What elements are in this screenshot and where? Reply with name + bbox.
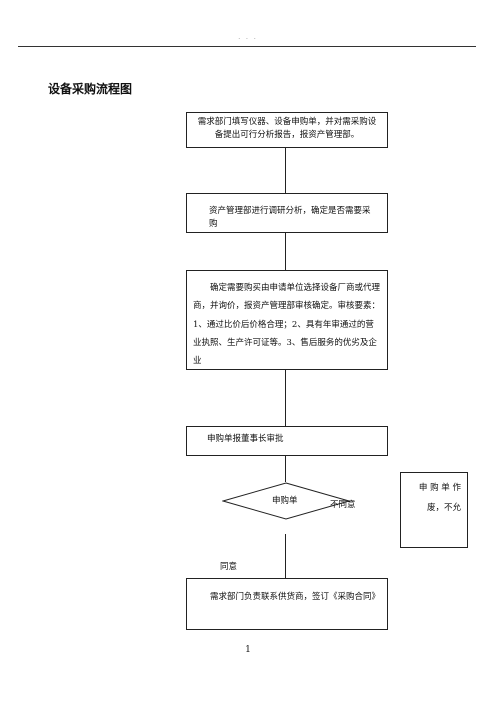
connector-2 [285,233,286,270]
page-title: 设备采购流程图 [48,82,133,96]
step-text-3: 确定需要购买由申请单位选择设备厂商或代理商，并询价，报资产管理部审核确定。审核要… [193,283,381,367]
step-text-4: 申购单报董事长审批 [207,434,284,444]
decision-text: 申购单 [272,496,298,506]
step-box-2: 资产管理部进行调研分析，确定是否需要采购 [186,193,388,233]
reject-box: 申 购 单 作废，不允 [400,472,468,548]
connector-5 [285,534,286,578]
header-rule [18,46,476,47]
decision-diamond [222,482,350,520]
step-box-3: 确定需要购买由申请单位选择设备厂商或代理商，并询价，报资产管理部审核确定。审核要… [186,270,388,370]
connector-1 [285,148,286,193]
connector-4 [285,456,286,482]
step-box-4: 申购单报董事长审批 [186,426,388,456]
step-text-5: 需求部门负责联系供货商，签订《采购合同》 [210,592,381,602]
page-number: 1 [245,645,251,655]
reject-label: 不同意 [330,500,356,510]
reject-text: 申 购 单 作废，不允 [418,483,461,513]
agree-label: 同意 [220,562,238,572]
connector-3 [285,370,286,426]
step-box-5: 需求部门负责联系供货商，签订《采购合同》 [186,578,388,630]
header-dots: · · · [238,36,258,43]
step-box-1: 需求部门填写仪器、设备申购单，并对需采购设备提出可行分析报告，报资产管理部。 [186,112,388,148]
step-text-1: 需求部门填写仪器、设备申购单，并对需采购设备提出可行分析报告，报资产管理部。 [197,117,377,141]
step-text-2: 资产管理部进行调研分析，确定是否需要采购 [209,206,371,230]
